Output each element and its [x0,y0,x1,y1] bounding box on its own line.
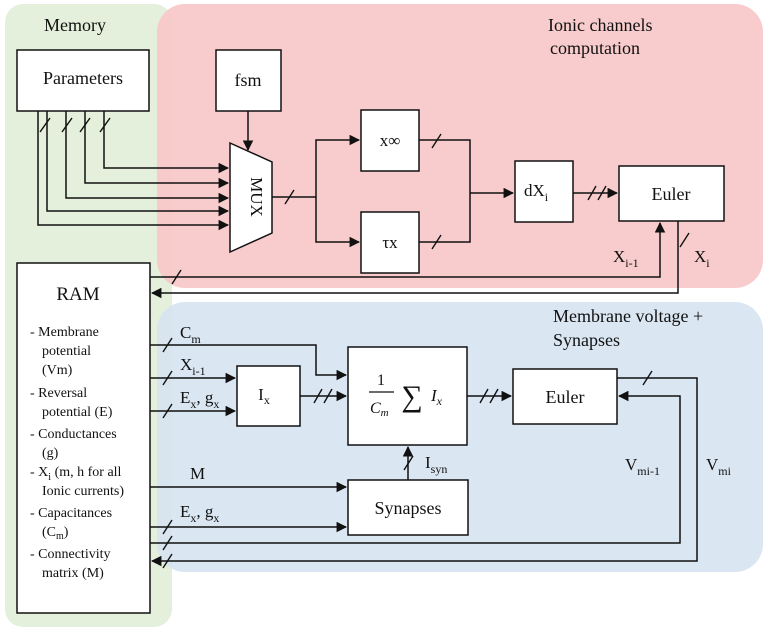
dxi-block [514,160,574,223]
bus-slashes-ionic [39,117,690,285]
summation-formula: 1 Cm ∑ Ix [369,372,443,419]
parameters-label: Parameters [43,68,123,88]
ram-item-conductances: - Conductances [30,427,117,442]
bus-slashes-membrane [162,337,653,569]
ix-block [236,365,301,427]
xi-minus1-mid-label: Xi-1 [180,355,206,378]
ix-label: Ix [258,385,270,407]
tau-x-block [360,211,420,274]
ram-item-potential: potential [42,344,91,359]
ionic-region [157,4,763,288]
ex-gx-label-2: Ex, gx [180,502,219,525]
synapses-block [347,479,469,536]
vmi-minus1-label: Vmi-1 [625,455,660,478]
sum-ix: Ix [430,386,443,408]
tau-x-label: τx [382,233,398,252]
dxi-label: dXi [524,181,549,204]
ram-item-ionic-currents: Ionic currents) [42,484,124,499]
parameters-block [16,49,150,112]
ram-item-cm: (Cm) [42,525,69,542]
synapses-label: Synapses [375,498,442,518]
ionic-connections [37,111,679,299]
xi-top-label: Xi [694,247,710,270]
ram-item-membrane: - Membrane [30,325,99,340]
memory-title: Memory [44,15,106,35]
euler-ionic-label: Euler [652,184,691,204]
ram-item-connectivity: - Connectivity [30,547,111,562]
vmi-label: Vmi [706,455,732,478]
ram-item-capacitances: - Capacitances [30,506,112,521]
ram-item-xi: - Xi (m, h for all [30,465,122,483]
ram-block [16,262,151,614]
ionic-title-line1: Ionic channels [548,15,652,35]
ram-item-matrix: matrix (M) [42,566,104,581]
euler-ionic-block [618,165,725,222]
euler-membrane-label: Euler [546,387,585,407]
sum-sigma: ∑ [401,380,422,413]
membrane-connections [150,344,698,567]
ram-item-reversal-potential: potential (E) [42,405,113,420]
sum-cm: Cm [370,400,389,419]
sum-one: 1 [377,372,385,389]
ex-gx-label-1: Ex, gx [180,388,219,411]
ram-item-reversal: - Reversal [30,386,87,401]
membrane-title-line1: Membrane voltage + [553,306,703,326]
ram-label: RAM [56,284,99,305]
m-label: M [190,464,205,483]
euler-membrane-block [512,368,618,425]
x-inf-block [360,109,420,172]
membrane-title-line2: Synapses [553,330,620,350]
isyn-label: Isyn [425,453,447,476]
xi-minus1-top-label: Xi-1 [613,247,639,270]
fsm-label: fsm [235,70,262,90]
ionic-title-line2: computation [550,38,640,58]
mux-block [229,141,273,254]
x-inf-label: x∞ [380,131,401,150]
ram-item-vm: (Vm) [42,363,73,378]
ram-item-g: (g) [42,446,59,461]
cm-label: Cm [180,323,201,346]
ram-items: - Membrane potential (Vm) - Reversal pot… [30,325,124,581]
summation-block [347,346,468,446]
mux-label: MUX [247,177,266,217]
